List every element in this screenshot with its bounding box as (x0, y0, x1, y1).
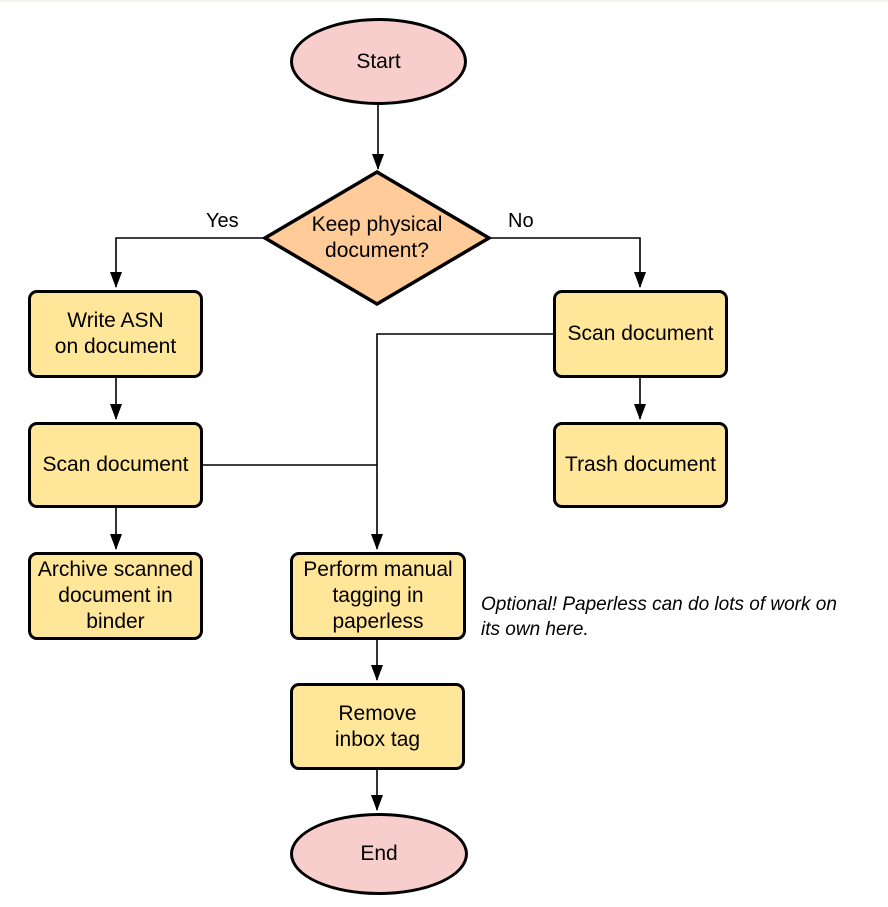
node-scan-document-left: Scan document (28, 422, 203, 508)
edge-label-no: No (508, 210, 534, 232)
node-perform-manual-tagging: Perform manual tagging in paperless (290, 552, 466, 640)
node-trash-document: Trash document (553, 422, 728, 508)
node-remove-inbox-tag: Remove inbox tag (290, 683, 465, 770)
node-end: End (290, 813, 468, 895)
node-scan-document-right: Scan document (553, 290, 728, 378)
node-write-asn-on-document: Write ASN on document (28, 290, 203, 378)
edge-scan-right-to-tagging (371, 333, 553, 550)
bottom-divider (0, 0, 888, 2)
edge-label-yes: Yes (206, 210, 239, 232)
decision-diamond-shape (261, 169, 493, 307)
note-optional-paperless: Optional! Paperless can do lots of work … (481, 594, 837, 640)
edge-decision-no-to-scan-right (488, 237, 646, 288)
node-start: Start (290, 18, 467, 105)
edge-decision-yes-to-write-asn (110, 237, 266, 288)
node-keep-physical-decision: Keep physical document? (311, 213, 443, 262)
node-archive-scanned-document: Archive scanned document in binder (28, 552, 203, 640)
